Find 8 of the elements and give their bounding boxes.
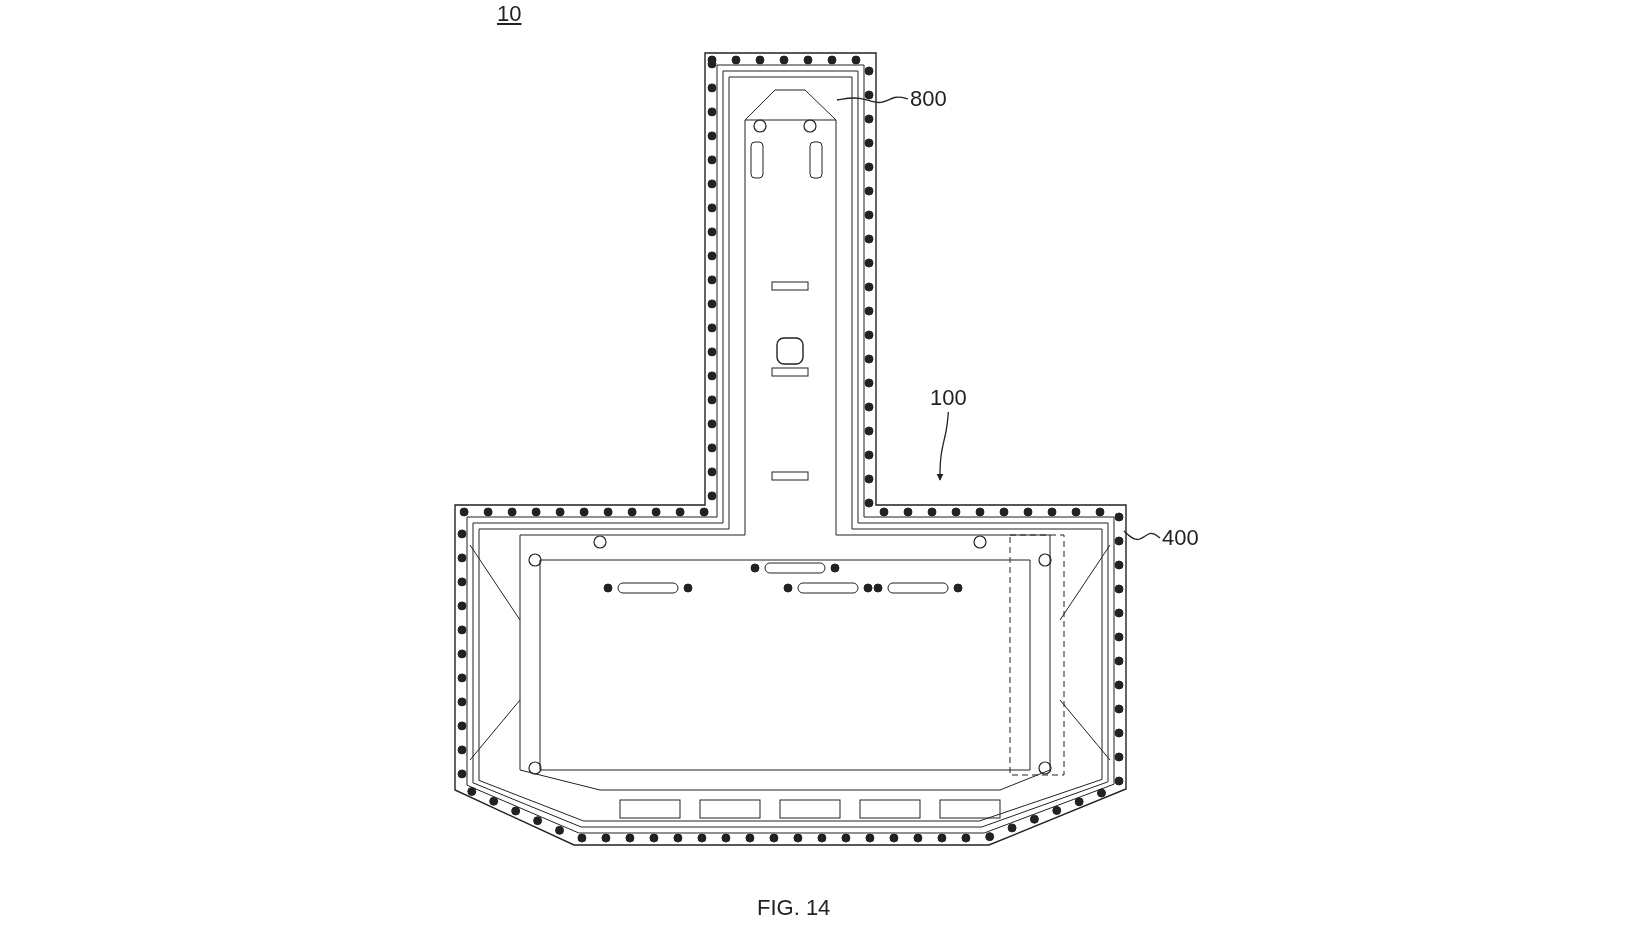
figure-caption: FIG. 14 bbox=[757, 896, 831, 920]
figure-reference-numeral: 10 bbox=[497, 2, 522, 26]
leader-line bbox=[836, 96, 909, 104]
reference-numeral: 400 bbox=[1162, 526, 1199, 550]
arrow bbox=[936, 411, 949, 481]
reference-numeral: 100 bbox=[930, 386, 967, 410]
reference-numeral: 800 bbox=[910, 87, 947, 111]
leader-line bbox=[1123, 530, 1161, 541]
